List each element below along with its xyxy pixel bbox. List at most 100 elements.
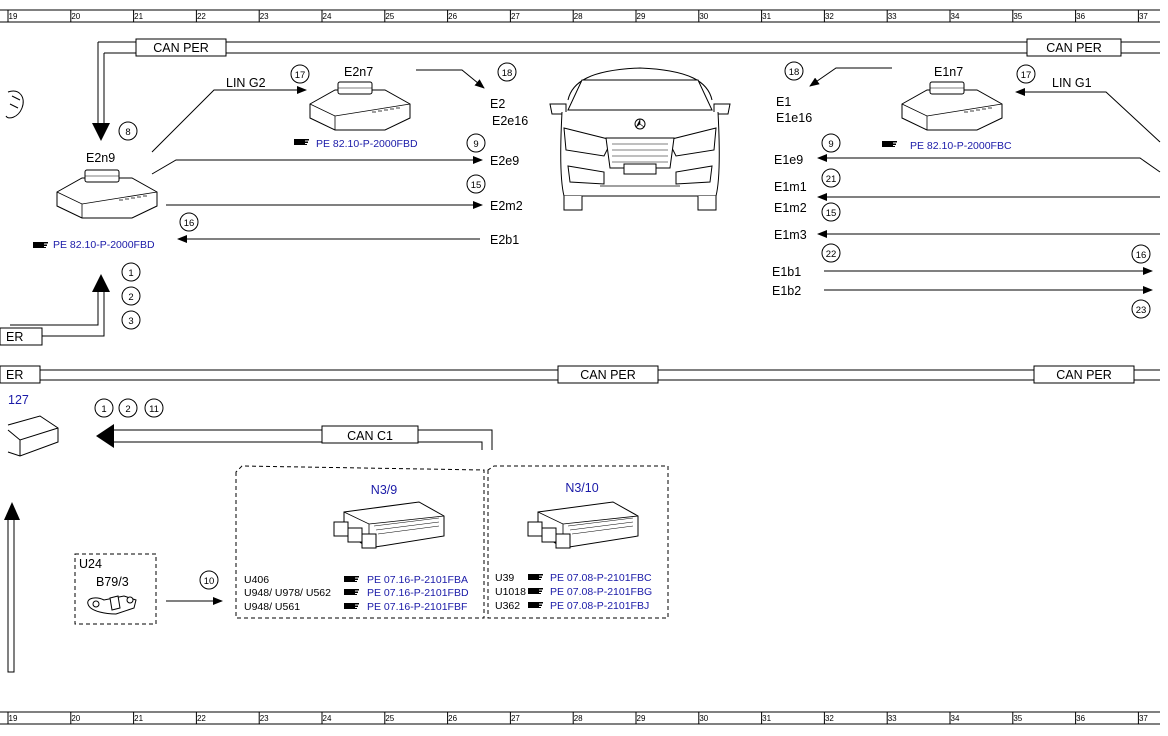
n3-10-ecu bbox=[527, 501, 639, 549]
ruler-number: 33 bbox=[888, 12, 897, 21]
cut-component-icon bbox=[5, 90, 24, 119]
n3-9-ref-3[interactable]: PE 07.16-P-2101FBF bbox=[367, 601, 467, 613]
ruler-number: 35 bbox=[1013, 12, 1022, 21]
ruler-number: 34 bbox=[951, 12, 960, 21]
n3-10-ref-1[interactable]: PE 07.08-P-2101FBC bbox=[550, 572, 652, 584]
svg-text:18: 18 bbox=[502, 68, 513, 79]
u24-label: U24 bbox=[79, 557, 102, 571]
ruler-number: 24 bbox=[323, 12, 332, 21]
ruler-number: 28 bbox=[574, 714, 583, 723]
sensor-icon bbox=[87, 595, 137, 615]
ruler-number: 21 bbox=[134, 714, 143, 723]
can-per-label-4: CAN PER bbox=[1056, 368, 1112, 382]
n3-10-ref-2[interactable]: PE 07.08-P-2101FBG bbox=[550, 586, 652, 598]
svg-text:8: 8 bbox=[125, 127, 130, 138]
bubble-9-left bbox=[466, 133, 486, 153]
lin-g1-label: LIN G1 bbox=[1052, 76, 1092, 90]
e1-pointer bbox=[809, 67, 892, 87]
ruler-number: 25 bbox=[385, 714, 394, 723]
bubble-1 bbox=[121, 262, 141, 282]
svg-text:9: 9 bbox=[473, 139, 478, 150]
n3-9-label: N3/9 bbox=[371, 483, 397, 497]
hand-icon bbox=[344, 589, 359, 595]
bubble-2 bbox=[121, 286, 141, 306]
e2n7-label: E2n7 bbox=[344, 65, 373, 79]
lin-g2-line bbox=[151, 86, 307, 153]
ruler-number: 30 bbox=[699, 714, 708, 723]
hand-icon bbox=[33, 242, 48, 248]
e1e9-label: E1e9 bbox=[774, 153, 803, 167]
bubble-17-right bbox=[1016, 64, 1036, 84]
bubble-18-left bbox=[497, 62, 517, 82]
can-per-label-1: CAN PER bbox=[153, 41, 209, 55]
n3-9-code-3: U948/ U561 bbox=[244, 601, 300, 613]
ruler-number: 24 bbox=[323, 714, 332, 723]
bubble-9-right bbox=[821, 133, 841, 153]
ruler-number: 28 bbox=[574, 12, 583, 21]
svg-text:9: 9 bbox=[828, 139, 833, 150]
svg-text:17: 17 bbox=[1021, 70, 1032, 81]
e1m1-label: E1m1 bbox=[774, 180, 807, 194]
e2e16-label: E2e16 bbox=[492, 114, 528, 128]
can-c1-label: CAN C1 bbox=[347, 429, 393, 443]
n3-9-ref-2[interactable]: PE 07.16-P-2101FBD bbox=[367, 587, 469, 599]
ruler-number: 25 bbox=[385, 12, 394, 21]
e2n9-label: E2n9 bbox=[86, 151, 115, 165]
svg-text:15: 15 bbox=[471, 180, 482, 191]
n3-9-box bbox=[235, 465, 485, 619]
e2n9-module bbox=[56, 169, 158, 219]
bubble-8 bbox=[118, 121, 138, 141]
ref-e2n9[interactable]: PE 82.10-P-2000FBD bbox=[53, 239, 155, 251]
bubble-21 bbox=[821, 168, 841, 188]
e2-label: E2 bbox=[490, 97, 505, 111]
e1e16-label: E1e16 bbox=[776, 111, 812, 125]
bubble-17-left bbox=[290, 64, 310, 84]
ruler-number: 29 bbox=[637, 12, 646, 21]
e1m3-label: E1m3 bbox=[774, 228, 807, 242]
e1b2-label: E1b2 bbox=[772, 284, 801, 298]
e2m2-label: E2m2 bbox=[490, 199, 523, 213]
ruler-number: 33 bbox=[888, 714, 897, 723]
ruler-number: 37 bbox=[1139, 12, 1148, 21]
u24-box bbox=[74, 553, 157, 625]
ruler-number: 22 bbox=[197, 12, 206, 21]
ruler-number: 29 bbox=[637, 714, 646, 723]
n3-9-code-1: U406 bbox=[244, 574, 269, 586]
e1n7-label: E1n7 bbox=[934, 65, 963, 79]
ruler-number: 27 bbox=[511, 714, 520, 723]
bubble-3 bbox=[121, 310, 141, 330]
ref-e2n7[interactable]: PE 82.10-P-2000FBD bbox=[316, 138, 418, 150]
svg-text:10: 10 bbox=[204, 576, 215, 587]
can-per-feed-left: ER bbox=[0, 274, 110, 346]
ruler-number: 27 bbox=[511, 12, 520, 21]
bubble-16-right bbox=[1131, 244, 1151, 264]
hand-icon bbox=[344, 603, 359, 609]
bubble-16-left bbox=[179, 212, 199, 232]
b79-3-label: B79/3 bbox=[96, 575, 129, 589]
e2b1-label: E2b1 bbox=[490, 233, 519, 247]
e1n7-module bbox=[901, 81, 1003, 131]
svg-text:16: 16 bbox=[1136, 250, 1147, 261]
ruler-number: 34 bbox=[951, 714, 960, 723]
e1-label: E1 bbox=[776, 95, 791, 109]
svg-text:23: 23 bbox=[1136, 305, 1147, 316]
ruler-number: 36 bbox=[1076, 714, 1085, 723]
hand-icon bbox=[528, 588, 543, 594]
ruler-number: 35 bbox=[1013, 714, 1022, 723]
n3-10-ref-3[interactable]: PE 07.08-P-2101FBJ bbox=[550, 600, 649, 612]
e2e9-line bbox=[151, 156, 483, 175]
n3-9-ref-1[interactable]: PE 07.16-P-2101FBA bbox=[367, 574, 468, 586]
ref-e1n7[interactable]: PE 82.10-P-2000FBC bbox=[910, 140, 1012, 152]
e1e9-line bbox=[817, 154, 1161, 173]
can-per-bus-upper: CAN PER CAN PER bbox=[92, 38, 1160, 141]
cut-component-label: 127 bbox=[8, 393, 29, 407]
ruler-number: 22 bbox=[197, 714, 206, 723]
can-per-cut-label-2: ER bbox=[6, 368, 23, 382]
lin-g2-label: LIN G2 bbox=[226, 76, 266, 90]
bubble-10 bbox=[199, 570, 219, 590]
svg-text:2: 2 bbox=[128, 292, 133, 303]
ruler-number: 23 bbox=[260, 12, 269, 21]
bubble-15-right bbox=[821, 202, 841, 222]
bubble-22 bbox=[821, 243, 841, 263]
